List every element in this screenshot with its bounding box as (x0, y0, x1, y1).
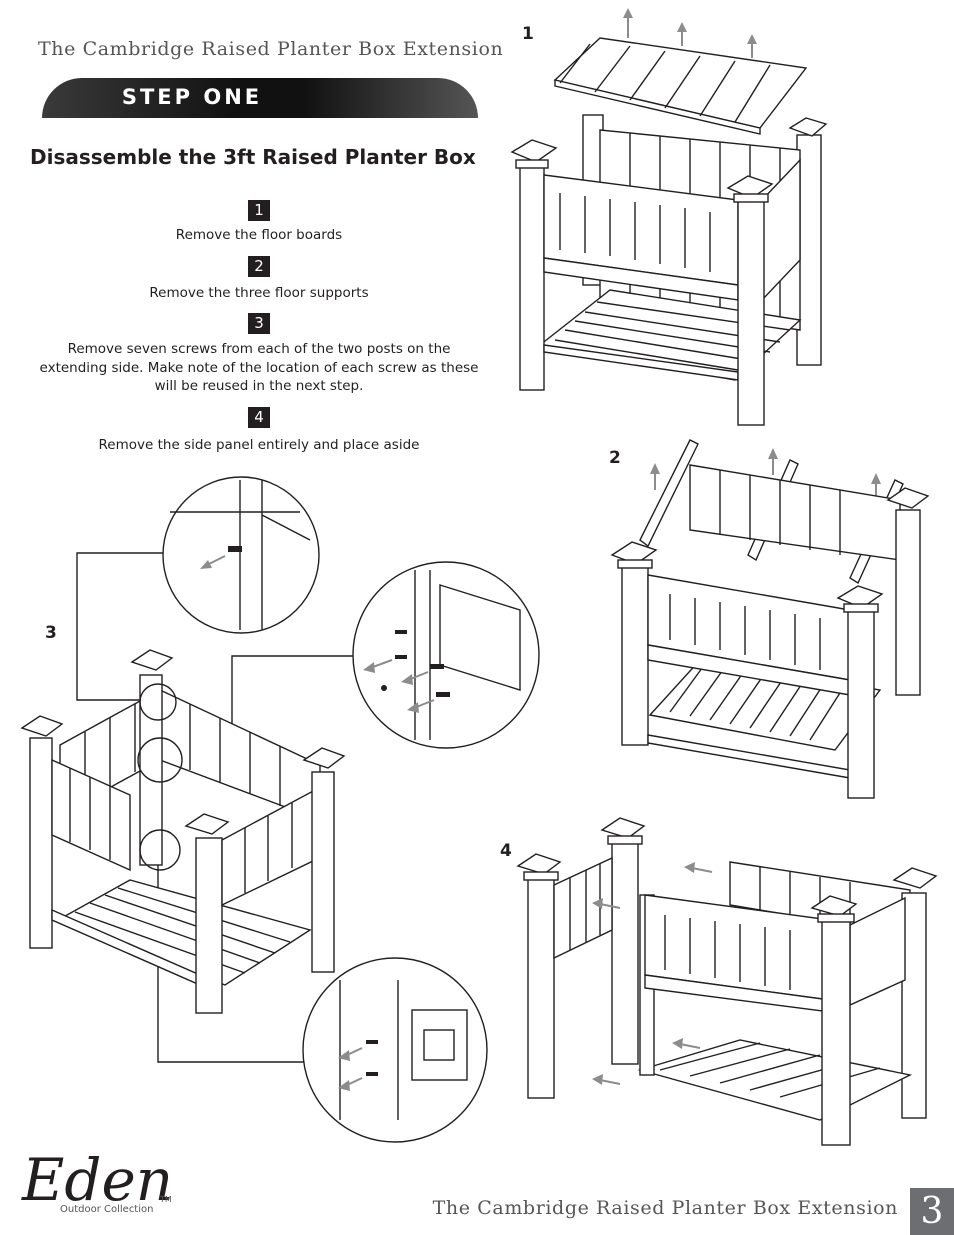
figure-2-illustration (610, 439, 930, 799)
eden-logo: Eden Outdoor Collection TM (21, 1146, 173, 1215)
svg-text:Outdoor Collection: Outdoor Collection (60, 1204, 153, 1215)
step-text-2: Remove the three floor supports (149, 285, 369, 301)
step-text-4: Remove the side panel entirely and place… (98, 437, 420, 453)
header-title: The Cambridge Raised Planter Box Extensi… (38, 38, 504, 60)
figure-label-4: 4 (500, 841, 512, 861)
figure-1-illustration (510, 8, 828, 426)
step-banner: STEP ONE (42, 78, 478, 118)
figure-label-2: 2 (609, 448, 621, 468)
figure-label-3: 3 (45, 623, 57, 643)
page-number: 3 (910, 1188, 954, 1235)
svg-text:TM: TM (159, 1195, 172, 1204)
step-number-1: 1 (248, 200, 270, 221)
step-banner-label: STEP ONE (121, 85, 263, 109)
step-number-4: 4 (248, 407, 270, 428)
figure-label-1: 1 (522, 24, 534, 44)
step-number-2: 2 (248, 256, 270, 277)
figure-3-illustration (20, 476, 540, 1143)
svg-text:Eden: Eden (21, 1146, 173, 1214)
step-number-3: 3 (248, 313, 270, 334)
figure-4-illustration (516, 817, 938, 1146)
step-text-1: Remove the floor boards (175, 227, 343, 243)
step-text-3: Remove seven screws from each of the two… (39, 341, 479, 394)
footer-title: The Cambridge Raised Planter Box Extensi… (432, 1197, 898, 1219)
main-heading: Disassemble the 3ft Raised Planter Box (30, 145, 476, 169)
